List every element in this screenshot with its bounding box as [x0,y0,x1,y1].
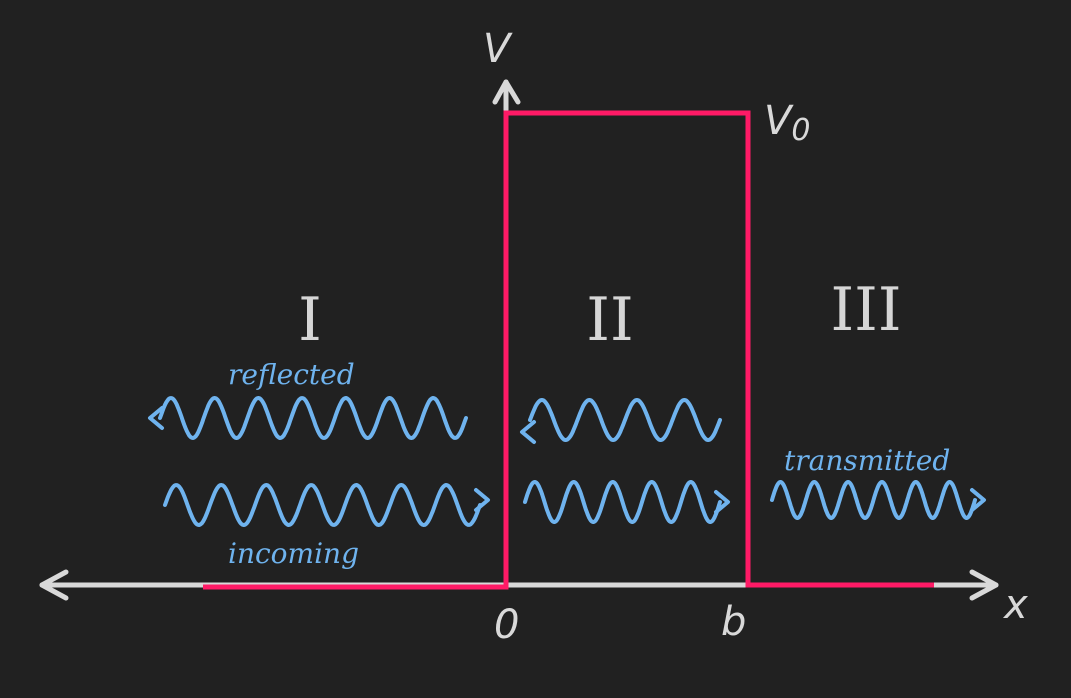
x-axis-left-arrowhead [39,569,69,601]
reflected-label: reflected [228,358,355,391]
barrier-right-wave-arrowhead [714,490,730,514]
x-axis-label: x [1002,582,1028,628]
x-axis-right-arrowhead [969,569,999,601]
barrier-left-wave-arrowhead [520,420,536,444]
reflected-wave-arrowhead [148,406,164,430]
region-label-2: II [586,285,633,355]
potential-barrier-curve [203,110,934,590]
y-axis [492,79,521,113]
y-axis-label: V [483,26,513,72]
barrier-right-wave [523,480,722,524]
region-label-1: I [298,285,322,355]
barrier-height-label: V0 [764,98,810,148]
incoming-wave [163,483,482,527]
origin-label: 0 [494,602,519,648]
barrier-left-wave [528,398,722,442]
transmitted-wave [770,480,977,520]
incoming-label: incoming [228,537,359,570]
waves [148,396,986,527]
y-axis-arrowhead [492,79,521,105]
transmitted-wave-arrowhead [970,488,986,512]
reflected-wave [158,396,468,440]
transmitted-label: transmitted [784,444,950,477]
incoming-wave-arrowhead [474,488,490,512]
region-label-3: III [830,275,901,345]
barrier-end-label: b [721,599,746,645]
